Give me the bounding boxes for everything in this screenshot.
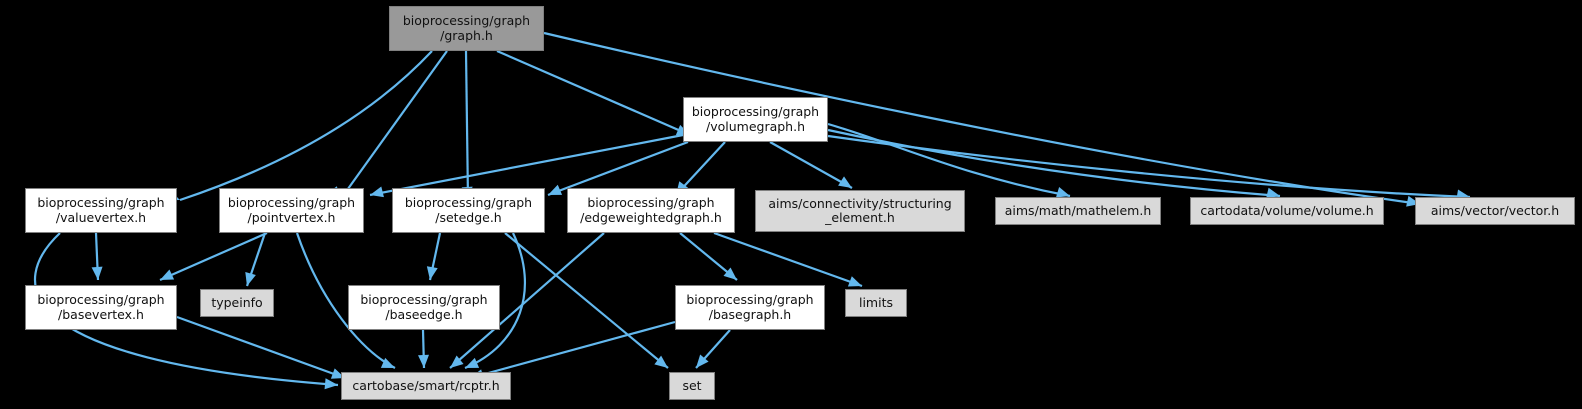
node-label-volumegraph: bioprocessing/graph /volumegraph.h (691, 104, 820, 134)
node-label-volume: cartodata/volume/volume.h (1200, 202, 1374, 218)
arrowhead-volumegraph-to-structelem (838, 176, 852, 188)
node-typeinfo[interactable]: typeinfo (200, 289, 274, 317)
edge-volumegraph-to-mathelem (827, 122, 1071, 198)
node-baseedge[interactable]: bioprocessing/graph /baseedge.h (348, 285, 500, 330)
node-setedge[interactable]: bioprocessing/graph /setedge.h (392, 188, 545, 233)
arrowhead-pointvertex-to-rcptr (380, 357, 395, 368)
edge-graph-to-pointvertex (339, 50, 448, 201)
edge-volumegraph-to-vector (827, 134, 1471, 199)
arrowhead-edgeweighted-to-limits (847, 276, 862, 287)
node-structelem[interactable]: aims/connectivity/structuring _element.h (755, 190, 965, 232)
node-label-mathelem: aims/math/mathelem.h (1004, 202, 1152, 218)
arrowhead-edgeweighted-to-rcptr (450, 355, 464, 368)
arrowhead-pointvertex-to-basevertex (160, 269, 175, 280)
node-label-baseedge: bioprocessing/graph /baseedge.h (360, 292, 488, 322)
node-vector[interactable]: aims/vector/vector.h (1415, 197, 1575, 225)
arrowhead-baseedge-to-rcptr (418, 354, 430, 368)
node-edgeweighted[interactable]: bioprocessing/graph /edgeweightedgraph.h (567, 188, 735, 233)
edge-graph-to-volumegraph (496, 49, 691, 137)
node-label-limits: limits (858, 294, 893, 310)
arrowhead-setedge-to-baseedge (426, 266, 438, 280)
edge-volumegraph-to-pointvertex (369, 133, 684, 197)
edge-pointvertex-to-rcptr (295, 232, 396, 369)
edge-basevertex-to-rcptr (176, 315, 346, 380)
edge-graph-to-vector (543, 31, 1421, 206)
node-label-vector: aims/vector/vector.h (1430, 202, 1560, 218)
node-valuevertex[interactable]: bioprocessing/graph /valuevertex.h (25, 188, 177, 233)
node-label-pointvertex: bioprocessing/graph /pointvertex.h (227, 195, 356, 225)
node-pointvertex[interactable]: bioprocessing/graph /pointvertex.h (219, 188, 364, 233)
node-volumegraph[interactable]: bioprocessing/graph /volumegraph.h (683, 97, 828, 142)
edge-edgeweighted-to-limits (713, 231, 863, 288)
arrowhead-pointvertex-to-typeinfo (245, 271, 256, 286)
arrowhead-valuevertex-to-basevertex (91, 266, 103, 280)
node-label-edgeweighted: bioprocessing/graph /edgeweightedgraph.h (580, 195, 722, 225)
arrowhead-setedge-to-rcptr (465, 357, 480, 368)
edge-setedge-to-rcptr (464, 232, 527, 370)
edge-setedge-to-set (504, 232, 669, 369)
node-limits[interactable]: limits (845, 289, 907, 317)
arrowhead-volumegraph-to-pointvertex (370, 186, 384, 198)
edge-volumegraph-to-volume (827, 128, 1281, 198)
node-set[interactable]: set (669, 372, 715, 400)
arrowhead-volumegraph-to-setedge (548, 184, 563, 195)
node-label-valuevertex: bioprocessing/graph /valuevertex.h (37, 195, 165, 225)
arrowhead-edgeweighted-to-basegraph (723, 267, 737, 280)
node-label-structelem: aims/connectivity/structuring _element.h (768, 195, 952, 225)
node-rcptr[interactable]: cartobase/smart/rcptr.h (341, 372, 511, 400)
edge-volumegraph-to-setedge (547, 140, 689, 197)
node-basegraph[interactable]: bioprocessing/graph /basegraph.h (675, 285, 825, 330)
node-label-graph: bioprocessing/graph /graph.h (402, 13, 531, 43)
node-basevertex[interactable]: bioprocessing/graph /basevertex.h (25, 285, 177, 330)
node-mathelem[interactable]: aims/math/mathelem.h (995, 197, 1161, 225)
node-label-rcptr: cartobase/smart/rcptr.h (352, 377, 500, 393)
arrowhead-volumegraph-to-mathelem (1055, 186, 1070, 198)
edge-pointvertex-to-basevertex (159, 231, 268, 282)
node-volume[interactable]: cartodata/volume/volume.h (1190, 197, 1384, 225)
arrowhead-valuevertex-to-rcptr (324, 378, 338, 390)
node-label-typeinfo: typeinfo (211, 294, 263, 310)
node-graph[interactable]: bioprocessing/graph /graph.h (389, 6, 544, 51)
edge-basegraph-to-rcptr (469, 320, 676, 380)
edge-edgeweighted-to-rcptr (449, 232, 605, 369)
edge-graph-to-valuevertex (179, 50, 433, 202)
node-label-setedge: bioprocessing/graph /setedge.h (404, 195, 533, 225)
edge-volumegraph-to-structelem (769, 141, 853, 189)
arrowhead-volumegraph-to-volume (1266, 187, 1280, 199)
node-label-basegraph: bioprocessing/graph /basegraph.h (686, 292, 814, 322)
node-label-basevertex: bioprocessing/graph /basevertex.h (37, 292, 165, 322)
node-label-set: set (682, 377, 702, 393)
arrowhead-basegraph-to-set (696, 354, 709, 368)
arrowhead-setedge-to-set (654, 355, 668, 368)
